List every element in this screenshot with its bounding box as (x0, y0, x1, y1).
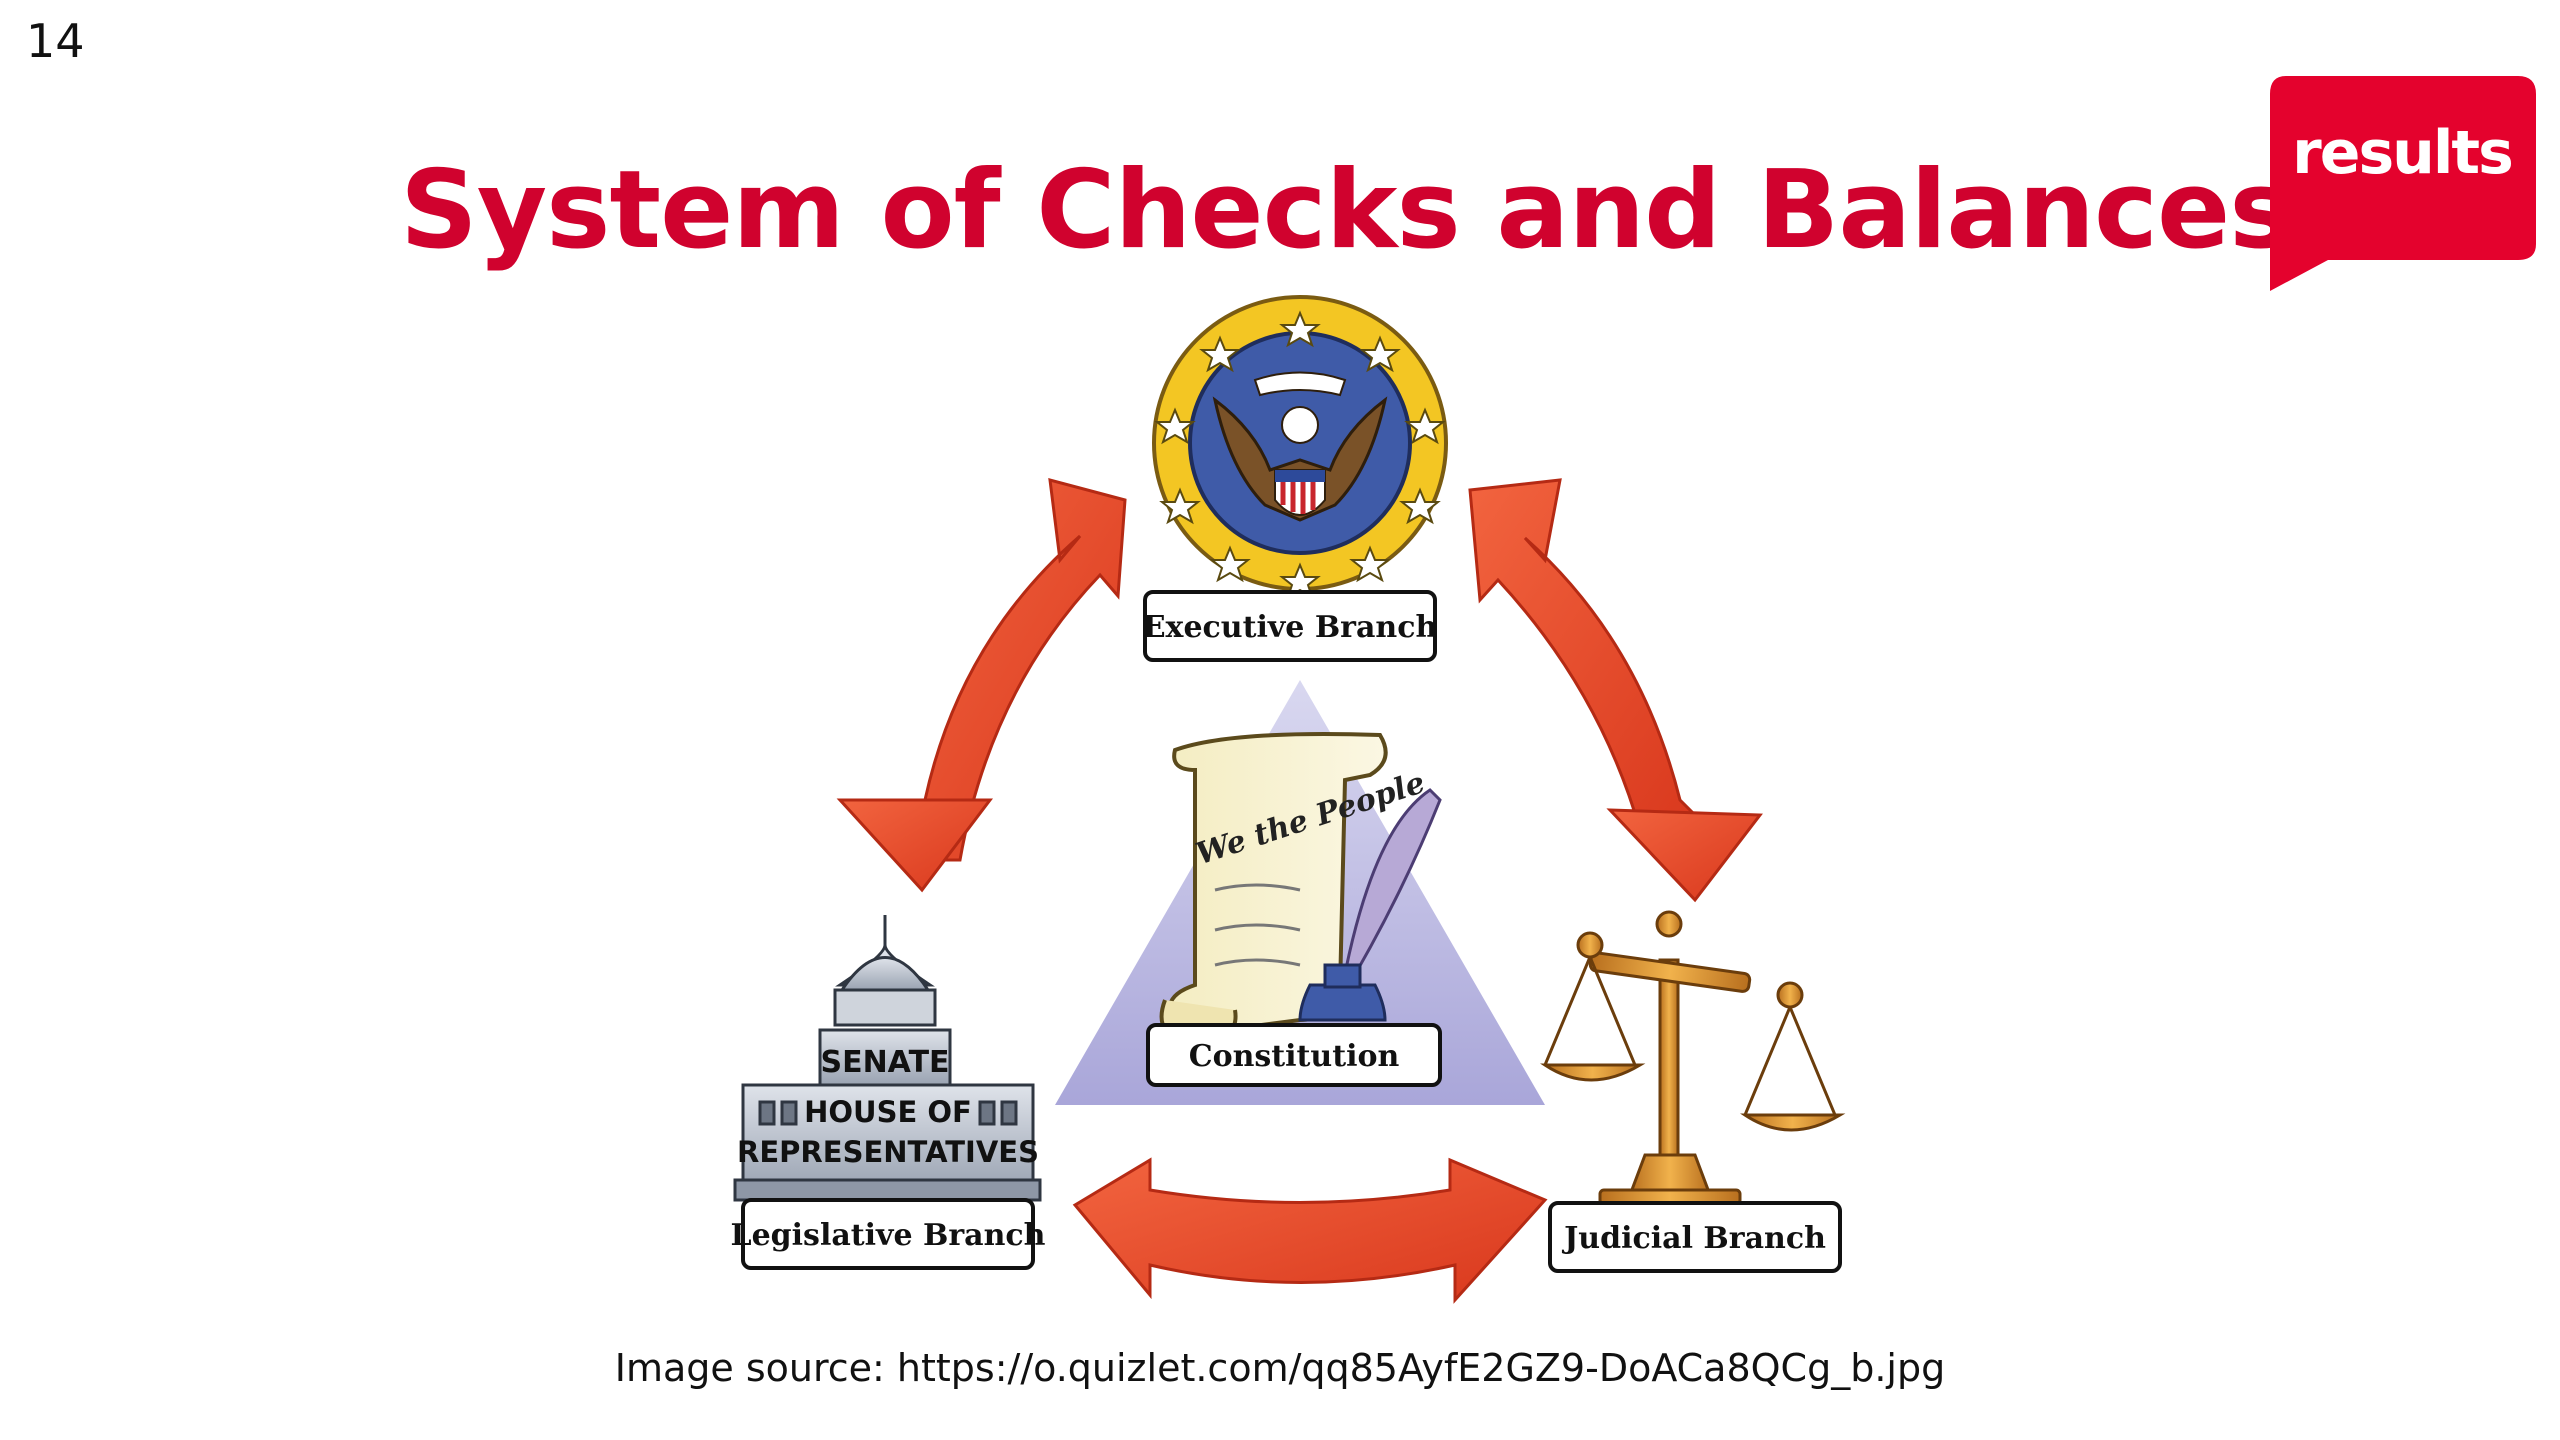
scales-of-justice-icon (1540, 910, 1846, 1206)
constitution-box (1146, 1023, 1442, 1087)
results-logo (2270, 76, 2536, 291)
senate-label: SENATE (820, 1045, 949, 1080)
house-label-line2: REPRESENTATIVES (737, 1135, 1039, 1169)
house-label-line1: HOUSE OF (804, 1095, 972, 1129)
slide-title: System of Checks and Balances (400, 148, 2294, 273)
arrow-executive-judicial (1468, 478, 1763, 903)
image-source-caption: Image source: https://o.quizlet.com/qq85… (614, 1346, 1946, 1390)
executive-branch-label: Executive Branch (1143, 610, 1438, 645)
legislative-branch-box (741, 1198, 1035, 1270)
capitol-building-icon: SENATE HOUSE OF REPRESENTATIVES (733, 915, 1042, 1202)
executive-branch-box (1143, 590, 1437, 662)
slide-number: 14 (26, 14, 85, 68)
arrow-executive-legislative (836, 477, 1127, 893)
presidential-seal-icon (1152, 295, 1448, 600)
constitution-scroll-icon: We the People (1159, 732, 1442, 1048)
constitution-label: Constitution (1189, 1039, 1400, 1074)
legislative-branch-label: Legislative Branch (731, 1218, 1046, 1253)
judicial-branch-label: Judicial Branch (1561, 1221, 1826, 1256)
judicial-branch-box (1548, 1201, 1842, 1273)
arrow-legislative-judicial (1072, 1157, 1548, 1304)
results-logo-text: results (2292, 118, 2514, 188)
